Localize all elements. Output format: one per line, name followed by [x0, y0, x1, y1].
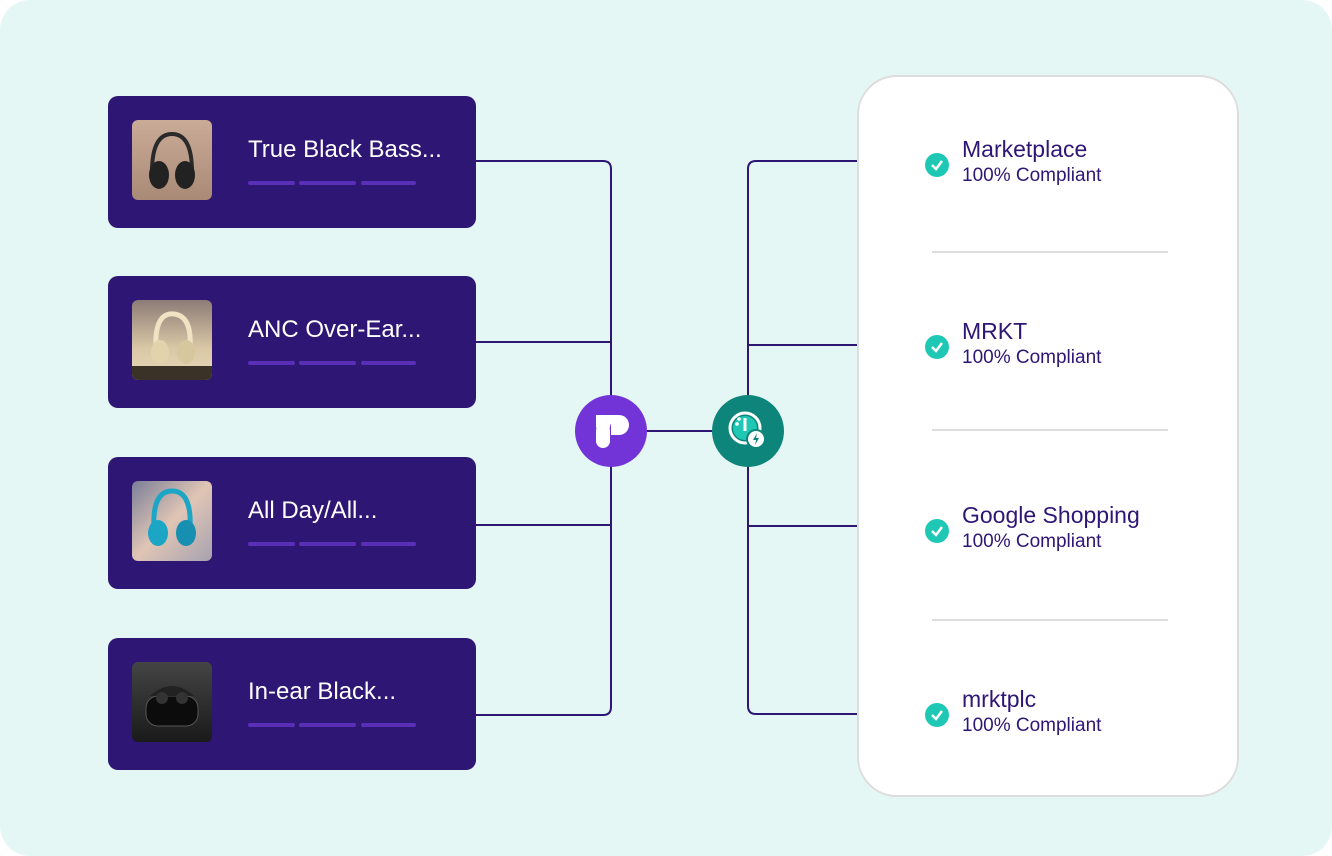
headphones-icon: [148, 488, 196, 546]
channel-name: Google Shopping: [962, 502, 1140, 528]
product-card[interactable]: In-ear Black...: [108, 638, 476, 770]
product-image: [132, 300, 212, 380]
product-feed-logo-icon: [575, 395, 647, 467]
product-title: In-ear Black...: [248, 678, 397, 705]
product-card[interactable]: All Day/All...: [108, 457, 476, 589]
channel-status: 100% Compliant: [962, 715, 1102, 736]
divider: [932, 619, 1168, 621]
headphones-icon: [149, 131, 195, 189]
divider: [932, 429, 1168, 431]
check-circle-icon: [925, 153, 949, 177]
product-image: [132, 662, 212, 742]
product-title: ANC Over-Ear...: [248, 316, 422, 343]
check-circle-icon: [925, 703, 949, 727]
compliance-speed-icon: [712, 395, 784, 467]
channel-name: MRKT: [962, 318, 1028, 344]
product-title: All Day/All...: [248, 497, 378, 524]
divider: [932, 251, 1168, 253]
channel-status: 100% Compliant: [962, 531, 1102, 552]
product-card[interactable]: True Black Bass...: [108, 96, 476, 228]
channels-panel: [857, 75, 1239, 797]
channel-status: 100% Compliant: [962, 165, 1102, 186]
check-circle-icon: [925, 335, 949, 359]
product-image: [132, 481, 212, 561]
product-title: True Black Bass...: [248, 136, 442, 163]
product-card[interactable]: ANC Over-Ear...: [108, 276, 476, 408]
channel-name: Marketplace: [962, 136, 1088, 162]
channel-status: 100% Compliant: [962, 347, 1102, 368]
channel-name: mrktplc: [962, 686, 1037, 712]
earbuds-icon: [145, 686, 199, 727]
check-circle-icon: [925, 519, 949, 543]
product-image: [132, 120, 212, 200]
headphones-icon: [132, 311, 212, 380]
